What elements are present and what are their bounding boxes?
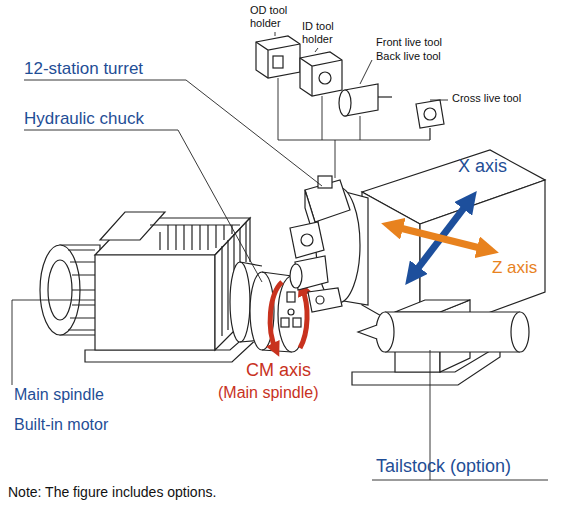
axis-label: CM axis xyxy=(246,360,346,381)
main-spindle-motor-part xyxy=(48,260,72,320)
tailstock xyxy=(352,300,529,385)
tool-holders-part xyxy=(273,56,283,68)
axis-label: Z axis xyxy=(492,258,562,278)
hydraulic-chuck-part xyxy=(293,318,301,327)
tool-holders-part xyxy=(339,90,351,116)
part-label: Tailstock (option) xyxy=(376,456,561,477)
hydraulic-chuck xyxy=(230,262,306,352)
cm-axis-arrow xyxy=(270,282,307,350)
cm-axis-arrow-part xyxy=(270,282,282,350)
tailstock-part xyxy=(358,325,377,339)
main-spindle-motor-part xyxy=(68,250,95,330)
part-label: Built-in motor xyxy=(14,416,164,434)
turret-part xyxy=(301,234,313,246)
axis-arrows-part xyxy=(392,226,488,250)
tailstock-part xyxy=(511,312,529,352)
part-label: Main spindle xyxy=(14,386,164,404)
tool-holders-part xyxy=(256,36,300,78)
hydraulic-chuck-part xyxy=(287,292,295,302)
turret xyxy=(290,176,368,312)
turret-part xyxy=(308,288,342,312)
tailstock-part xyxy=(385,312,520,352)
part-label: 12-station turret xyxy=(24,59,194,79)
leader-lines-part xyxy=(12,300,95,385)
tool-holders-part xyxy=(429,128,430,140)
part-label: Hydraulic chuck xyxy=(24,109,194,129)
part-label: ID tool holder xyxy=(302,20,350,45)
turret-part xyxy=(318,176,332,188)
tool-holders-part xyxy=(319,72,331,84)
leader-lines-part xyxy=(24,80,322,186)
turret-part xyxy=(316,296,324,304)
axis-label: X axis xyxy=(458,156,558,177)
note-text: Note: The figure includes options. xyxy=(8,484,308,500)
part-label: Back live tool xyxy=(376,50,486,63)
axis-arrows xyxy=(392,200,488,276)
axis-label: (Main spindle) xyxy=(218,384,358,402)
part-label: Front live tool xyxy=(376,36,486,49)
tool-holders-part xyxy=(300,52,342,96)
headstock-part xyxy=(160,225,232,250)
part-label: OD tool holder xyxy=(250,4,300,29)
hydraulic-chuck-part xyxy=(281,318,289,327)
tool-holders-part xyxy=(378,96,392,97)
headstock-part xyxy=(95,255,215,350)
cm-axis-arrow-part xyxy=(300,288,307,348)
turret-part xyxy=(290,264,302,288)
tool-holders-part xyxy=(300,58,342,96)
headstock-part xyxy=(100,212,165,240)
tool-holders-part xyxy=(424,108,436,120)
leader-lines-part xyxy=(24,130,262,282)
tailstock-part xyxy=(385,312,520,352)
tailstock-part xyxy=(395,300,470,312)
hydraulic-chuck-part xyxy=(230,262,250,342)
leader-lines-part xyxy=(278,78,430,178)
tailstock-part xyxy=(376,312,394,352)
tool-holders-part xyxy=(416,100,444,128)
tool-holders-part xyxy=(256,42,300,78)
hydraulic-chuck-part xyxy=(288,309,294,315)
headstock-part xyxy=(215,218,250,350)
headstock-part xyxy=(150,224,240,225)
turret-part xyxy=(290,222,324,258)
part-label: Cross live tool xyxy=(452,92,562,105)
main-spindle-motor xyxy=(40,245,100,335)
